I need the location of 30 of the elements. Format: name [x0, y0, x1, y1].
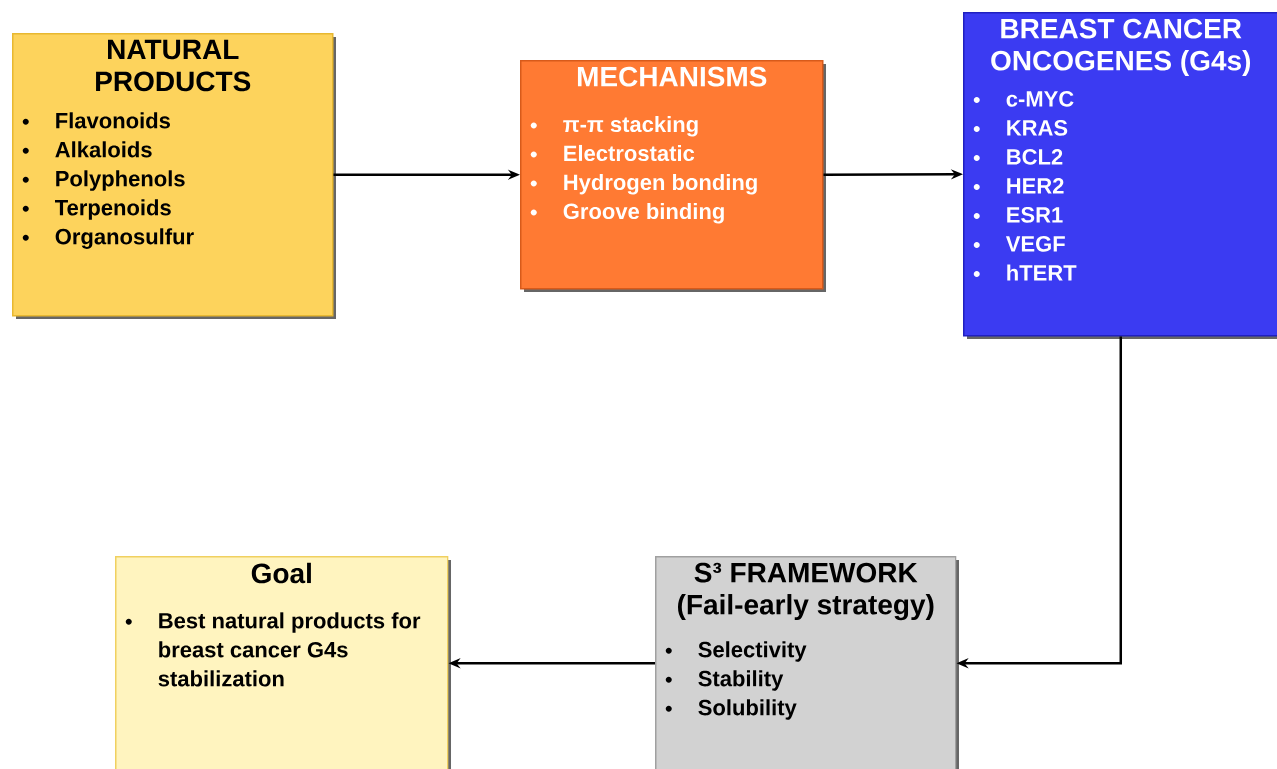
- list-item: Solubility: [665, 699, 797, 720]
- process-box: [115, 556, 451, 769]
- list-item: Alkaloids: [22, 141, 152, 158]
- box-heading: NATURAL PRODUCTS: [96, 39, 251, 92]
- box-heading: MECHANISMS: [577, 66, 767, 87]
- list-item: VEGF: [973, 236, 1065, 252]
- list-item: Polyphenols: [22, 170, 185, 191]
- box-heading: Goal: [251, 562, 311, 584]
- list-item: Flavonoids: [22, 112, 170, 129]
- process-box: [963, 12, 1277, 339]
- list-item: Hydrogen bonding: [530, 173, 757, 195]
- box-heading: BREAST CANCER ONCOGENES (G4s): [991, 18, 1251, 77]
- list-item: Terpenoids: [22, 199, 171, 220]
- process-box: [520, 60, 826, 292]
- list-item: ESR1: [973, 207, 1063, 223]
- box-heading: S³ FRAMEWORK (Fail-early strategy): [678, 562, 934, 621]
- list-item: Stability: [665, 670, 784, 691]
- list-item: Organosulfur: [22, 228, 194, 249]
- process-box: [655, 556, 959, 769]
- list-item: HER2: [973, 178, 1064, 194]
- list-item: π-π stacking: [530, 115, 698, 137]
- list-item: Groove binding: [530, 202, 724, 224]
- list-item: BCL2: [973, 149, 1063, 165]
- list-item: Electrostatic: [530, 144, 695, 162]
- list-item: Selectivity: [665, 641, 807, 662]
- list-item: KRAS: [973, 120, 1068, 136]
- list-item: c-MYC: [973, 91, 1074, 107]
- list-item: hTERT: [973, 264, 1077, 281]
- list-item: Best natural products for breast cancer G4s stabilization: [125, 612, 421, 687]
- process-box: [12, 33, 336, 319]
